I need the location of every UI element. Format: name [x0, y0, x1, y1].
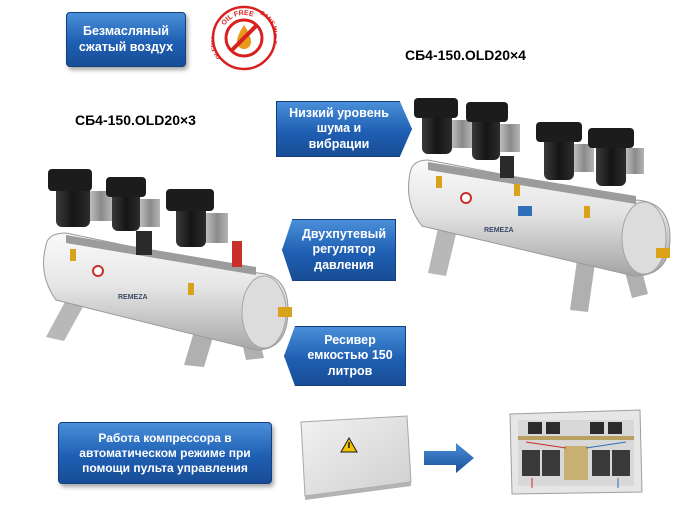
badge-left-text: OLFREI [211, 36, 222, 59]
control-box-open-image [509, 409, 643, 495]
callout-line: Ресивер [324, 332, 376, 347]
callout-line: емкостью 150 [307, 348, 393, 363]
callout-line: литров [327, 363, 373, 378]
model-label-left: СБ4-150.OLD20×3 [75, 112, 196, 128]
callout-line: Безмасляный [83, 23, 169, 38]
callout-line: Работа компрессора в [98, 430, 232, 445]
brand-label-right: REMEZA [484, 227, 514, 234]
callout-line: Двухпутевый [301, 226, 387, 241]
transition-arrow-icon [424, 443, 474, 473]
model-label-right: СБ4-150.OLD20×4 [405, 47, 526, 63]
oil-free-air-callout: Безмасляный сжатый воздух [66, 12, 186, 67]
svg-text:OLFREI: OLFREI [211, 36, 222, 59]
callout-line: шума и вибрации [308, 121, 370, 151]
brand-label-left: REMEZA [118, 294, 148, 301]
callout-line: регулятор [312, 242, 376, 257]
oil-free-badge: OIL FREE SANS HUILE OLFREI [211, 5, 277, 71]
callout-line: Низкий уровень [289, 105, 389, 120]
receiver-callout: Ресивер емкостью 150 литров [284, 326, 406, 386]
control-box-closed-image [300, 415, 412, 500]
compressor-three-motor-image: REMEZA [43, 169, 292, 367]
automatic-mode-callout: Работа компрессора в автоматическом режи… [58, 422, 272, 484]
callout-line: помощи пульта управления [82, 460, 248, 475]
compressor-four-motor-image: REMEZA [408, 98, 671, 312]
low-noise-callout: Низкий уровень шума и вибрации [276, 101, 412, 157]
callout-line: давления [314, 257, 374, 272]
callout-line: сжатый воздух [78, 39, 174, 54]
pressure-regulator-callout: Двухпутевый регулятор давления [282, 219, 396, 281]
callout-line: автоматическом режиме при [79, 445, 251, 460]
